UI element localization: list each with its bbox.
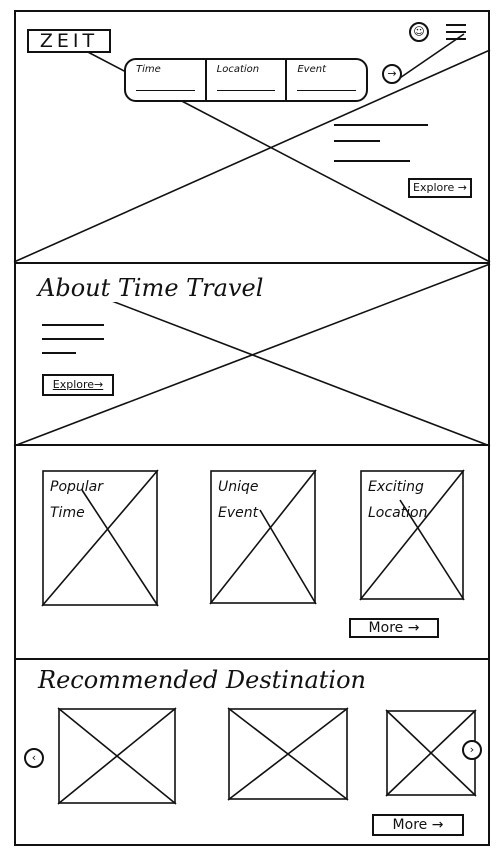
search-field-label: Event [297,64,326,75]
hamburger-menu-icon[interactable] [446,24,466,40]
search-field-input-line [216,90,276,91]
hero-text-line [334,160,410,162]
about-text-line [42,324,104,326]
search-field-input-line [136,90,195,91]
user-icon[interactable]: ☺ [409,22,429,42]
search-field-input-line [297,90,357,91]
search-field-time[interactable]: Time [126,60,207,100]
categories-section: Popular Time Uniqe Event Exciting Locati… [14,444,490,658]
arrow-right-circle-icon[interactable]: → [382,64,402,84]
about-image-placeholder [13,263,491,447]
recommended-more-button[interactable]: More → [372,814,464,836]
hero-text-line [334,124,428,126]
hero-text-line [334,140,380,142]
about-text-line [42,352,76,354]
card-image-placeholder [209,469,317,605]
search-bar: Time Location Event [124,58,368,102]
recommended-section: Recommended Destination ‹ › More → [14,658,490,846]
destination-card[interactable] [227,707,349,801]
card-label: Popular Time [50,479,103,521]
category-card-popular-time[interactable]: Popular Time [41,469,159,607]
about-text-line [42,338,104,340]
about-section: About Time Travel Explore→ [13,262,491,447]
search-field-event[interactable]: Event [287,60,366,100]
categories-more-button[interactable]: More → [349,618,439,638]
card-label: Uniqe Event [218,479,259,521]
about-explore-button[interactable]: Explore→ [42,374,114,396]
page-frame [14,10,490,846]
search-field-location[interactable]: Location [207,60,288,100]
category-card-exciting-location[interactable]: Exciting Location [359,469,465,601]
card-image-placeholder [359,469,465,601]
chevron-left-icon[interactable]: ‹ [24,748,44,768]
card-label: Exciting Location [368,479,428,521]
logo[interactable]: ZEIT [27,29,111,53]
hero-explore-button[interactable]: Explore → [408,178,472,198]
chevron-right-icon[interactable]: › [462,740,482,760]
search-field-label: Location [216,64,260,75]
destination-card[interactable] [57,707,177,805]
search-field-label: Time [136,64,161,75]
hero-section: ZEIT Time Location Event → ☺ Explore → [13,10,491,263]
card-image-placeholder [41,469,159,607]
recommended-title: Recommended Destination [38,666,366,694]
category-card-unique-event[interactable]: Uniqe Event [209,469,317,605]
about-title: About Time Travel [38,274,270,302]
